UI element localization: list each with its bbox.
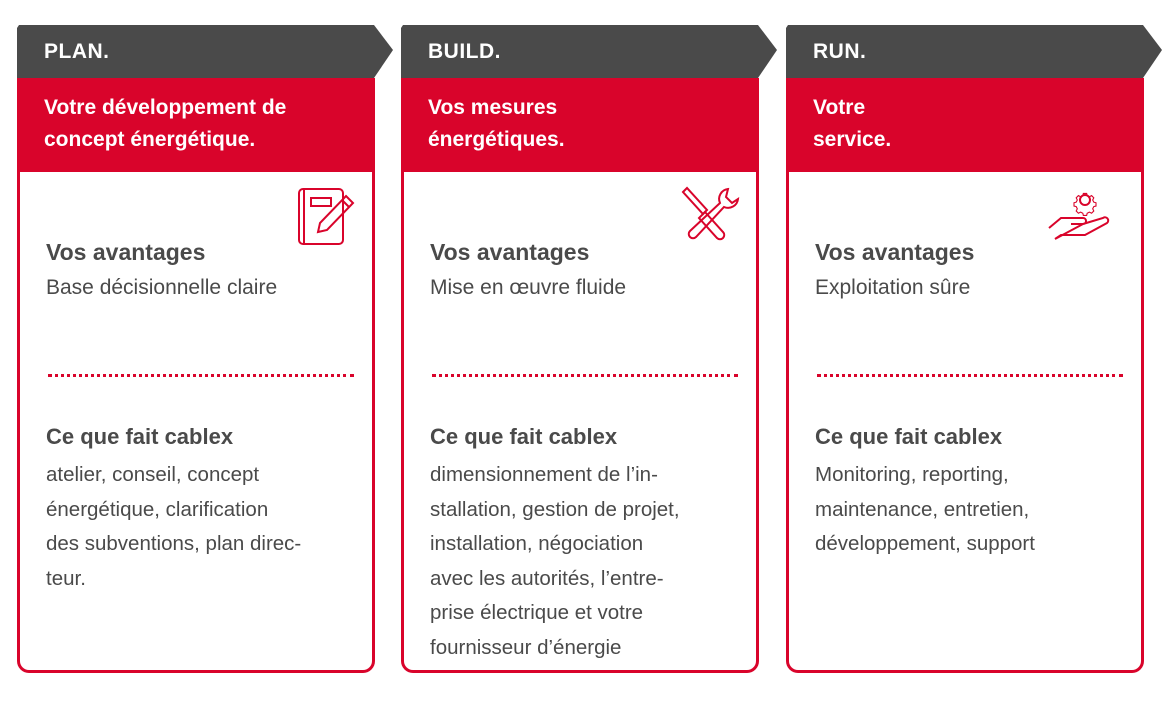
phase-card: Vos mesures énergétiques. Vos avantages M… (401, 78, 759, 673)
advantage-text: Mise en œuvre fluide (430, 276, 627, 299)
text-line: installation, négociation (430, 532, 644, 555)
title: Votre développement de concept énergétiqu… (44, 92, 286, 156)
phase-card: Votre service. Vos avantages Exploitation… (786, 78, 1144, 673)
plan-column: PLAN. Votre développement de concept éner… (17, 25, 393, 676)
advantages-title: Vos avantages (46, 239, 206, 265)
dotted-divider (817, 374, 1123, 377)
title-line: Vos mesures (428, 96, 558, 119)
phase-card: Votre développement de concept énergétiqu… (17, 78, 375, 673)
text-line: maintenance, entretien, (815, 497, 1030, 521)
title-line: énergétiques. (428, 128, 565, 151)
advantage-text: Exploitation sûre (815, 276, 971, 299)
text-line: teur. (46, 566, 86, 590)
text-line: avec les autorités, l’entre- (430, 566, 664, 590)
title-line: Votre (813, 96, 866, 119)
title-band: Votre développement de concept énergétiqu… (17, 78, 375, 172)
title-band: Vos mesures énergétiques. (401, 78, 759, 172)
title-line: Votre développement de (44, 96, 287, 119)
title-band: Votre service. (786, 78, 1144, 172)
phase-header: BUILD. (401, 25, 777, 78)
text-line: prise électrique et votre (430, 601, 644, 624)
tools-icon (681, 186, 740, 241)
text-line: dimensionnement de l’in- (430, 463, 658, 486)
title-line: service. (813, 128, 892, 151)
advantage-text: Base décisionnelle claire (46, 276, 278, 299)
advantages-title: Vos avantages (430, 239, 590, 265)
cablex-title: Ce que fait cablex (46, 424, 234, 449)
cablex-title: Ce que fait cablex (430, 424, 618, 449)
text-line: développement, support (815, 532, 1035, 555)
advantages-title: Vos avantages (815, 239, 975, 265)
phase-label: PLAN. (44, 40, 110, 63)
cablex-text: dimensionnement de l’in- stallation, ges… (430, 458, 680, 665)
phase-header: PLAN. (17, 25, 393, 78)
cablex-text: Monitoring, reporting, maintenance, entr… (815, 458, 1035, 562)
phase-label: BUILD. (428, 40, 501, 63)
title: Vos mesures énergétiques. (428, 92, 565, 156)
dotted-divider (432, 374, 738, 377)
title-line: concept énergétique. (44, 128, 256, 151)
text-line: fournisseur d’énergie (430, 635, 622, 659)
phase-label: RUN. (813, 40, 867, 63)
run-column: RUN. Votre service. Vos avantages Exploit… (786, 25, 1162, 676)
text-line: Monitoring, reporting, (815, 463, 1009, 486)
build-column: BUILD. Vos mesures énergétiques. Vos avan… (401, 25, 777, 676)
dotted-divider (48, 374, 354, 377)
text-line: énergétique, clarification (46, 497, 269, 521)
hand-gear-icon (1048, 192, 1110, 240)
cablex-text: atelier, conseil, concept énergétique, c… (46, 458, 301, 596)
text-line: atelier, conseil, concept (46, 463, 260, 486)
phase-header: RUN. (786, 25, 1162, 78)
text-line: stallation, gestion de projet, (430, 497, 680, 521)
cablex-title: Ce que fait cablex (815, 424, 1003, 449)
text-line: des subventions, plan direc- (46, 532, 302, 555)
title: Votre service. (813, 92, 891, 156)
notebook-pencil-icon (298, 188, 355, 245)
